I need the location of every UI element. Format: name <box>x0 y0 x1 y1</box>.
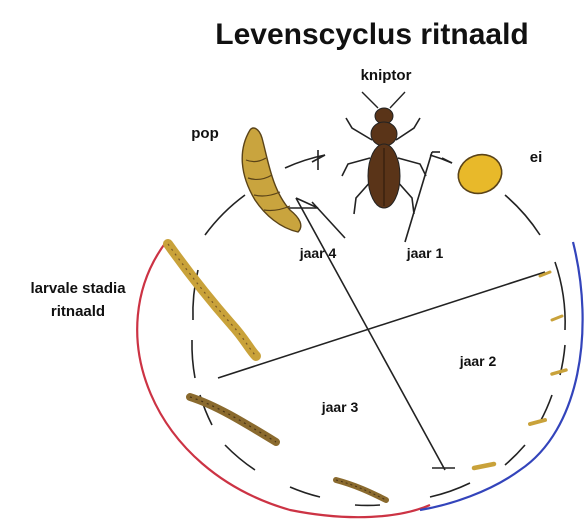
larva-small-icon <box>336 480 386 500</box>
label-year-3: jaar 3 <box>321 399 359 415</box>
larva-large-icon <box>168 244 256 356</box>
egg-icon <box>453 149 507 200</box>
cycle-circle <box>192 155 565 505</box>
pupa-icon <box>242 128 301 232</box>
label-pupa: pop <box>191 125 219 142</box>
label-adult: kniptor <box>361 67 412 84</box>
label-year-1: jaar 1 <box>406 245 444 261</box>
label-larva-line2: ritnaald <box>51 303 105 320</box>
larva-medium-icon <box>190 397 276 442</box>
label-egg: ei <box>530 149 543 166</box>
label-year-4: jaar 4 <box>299 245 337 261</box>
red-arc <box>137 242 430 517</box>
beetle-icon <box>342 92 426 214</box>
diagram-title: Levenscyclus ritnaald <box>215 18 528 51</box>
label-year-2: jaar 2 <box>459 353 497 369</box>
label-larva-line1: larvale stadia <box>30 280 126 297</box>
